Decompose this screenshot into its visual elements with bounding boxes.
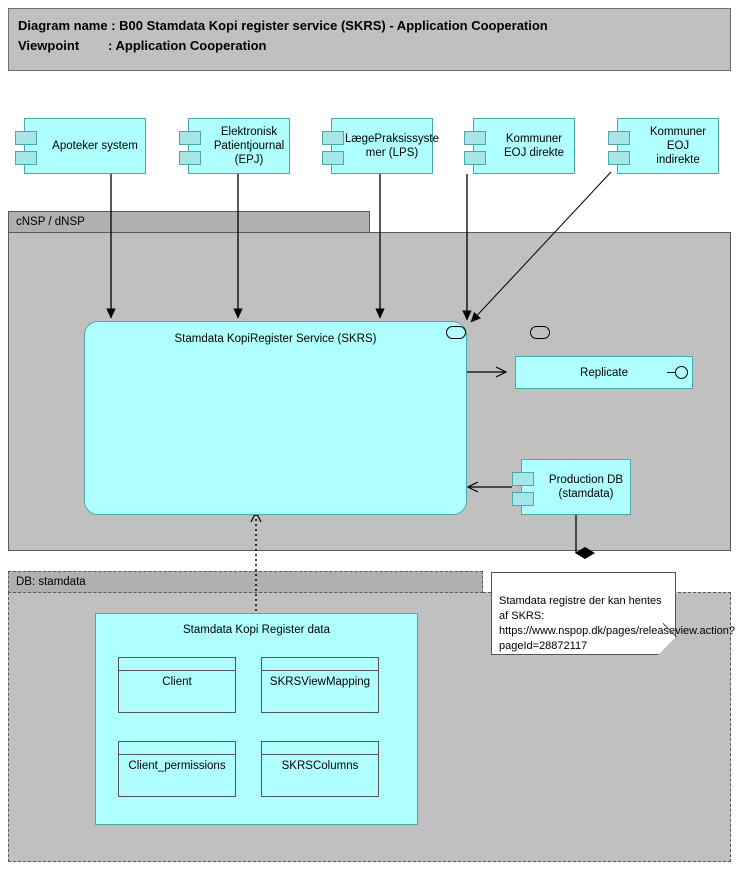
component-lug-top-icon — [179, 131, 201, 145]
provided-interface-pill-icon — [530, 326, 550, 339]
note-skrs-registers: Stamdata registre der kan hentes af SKRS… — [491, 572, 735, 655]
group-db-stamdata-tab: DB: stamdata — [8, 571, 483, 593]
package-title: Stamdata Kopi Register data — [182, 624, 331, 636]
service-stamdata-kopiregister[interactable]: Stamdata KopiRegister Service (SKRS) — [84, 321, 550, 515]
diagram-title-banner: Diagram name : B00 Stamdata Kopi registe… — [8, 8, 731, 71]
component-production-db[interactable]: Production DB (stamdata) — [512, 459, 631, 515]
component-lug-top-icon — [512, 472, 534, 486]
entity-skrsviewmapping[interactable]: SKRSViewMapping — [261, 657, 379, 713]
component-label: Production DB (stamdata) — [548, 474, 624, 500]
lollipop-interface-icon — [667, 366, 689, 379]
viewpoint-line: Viewpoint : Application Cooperation — [18, 38, 267, 53]
lollipop-ball-icon — [675, 366, 688, 379]
component-lug-bottom-icon — [15, 151, 37, 165]
component-label: Kommuner EOJ direkte — [503, 133, 565, 159]
component-kommuner-eoj-indirekte[interactable]: Kommuner EOJ indirekte — [608, 118, 719, 174]
service-label: Stamdata KopiRegister Service (SKRS) — [174, 333, 377, 345]
entity-label: SKRSColumns — [281, 760, 359, 772]
entity-header-strip — [262, 658, 378, 671]
component-label: Kommuner EOJ indirekte — [649, 126, 707, 166]
provided-interface-pill-icon-overlay — [446, 326, 466, 339]
component-lug-bottom-icon — [512, 492, 534, 506]
component-lug-bottom-icon — [179, 151, 201, 165]
lollipop-stem-icon — [667, 372, 676, 374]
component-elektronisk-patientjournal[interactable]: Elektronisk Patientjournal (EPJ) — [179, 118, 290, 174]
group-cnsp-dnsp-label: cNSP / dNSP — [16, 216, 85, 228]
entity-skrscolumns[interactable]: SKRSColumns — [261, 741, 379, 797]
component-lug-top-icon — [15, 131, 37, 145]
component-lug-bottom-icon — [608, 151, 630, 165]
entity-client[interactable]: Client — [118, 657, 236, 713]
entity-header-strip — [119, 658, 235, 671]
note-fold-corner-icon — [658, 637, 676, 655]
entity-header-strip — [262, 742, 378, 755]
entity-label: SKRSViewMapping — [269, 676, 371, 688]
entity-label: Client_permissions — [128, 760, 226, 772]
group-db-stamdata-label: DB: stamdata — [16, 576, 86, 588]
component-lug-top-icon — [322, 131, 344, 145]
entity-client-permissions[interactable]: Client_permissions — [118, 741, 236, 797]
component-lug-top-icon — [608, 131, 630, 145]
component-label: Elektronisk Patientjournal (EPJ) — [213, 126, 285, 166]
entity-header-strip — [119, 742, 235, 755]
replicate-label: Replicate — [580, 366, 628, 379]
group-cnsp-dnsp-tab: cNSP / dNSP — [8, 211, 370, 233]
diagram-name-line: Diagram name : B00 Stamdata Kopi registe… — [18, 18, 548, 33]
component-laegepraksissystemer[interactable]: LægePraksissyste mer (LPS) — [322, 118, 439, 174]
component-lug-bottom-icon — [464, 151, 486, 165]
note-text: Stamdata registre der kan hentes af SKRS… — [499, 595, 736, 652]
entity-label: Client — [162, 676, 192, 688]
component-lug-bottom-icon — [322, 151, 344, 165]
component-label: Apoteker system — [52, 140, 138, 152]
component-kommuner-eoj-direkte[interactable]: Kommuner EOJ direkte — [464, 118, 575, 174]
component-lug-top-icon — [464, 131, 486, 145]
service-replicate[interactable]: Replicate — [515, 356, 693, 389]
component-apoteker-system[interactable]: Apoteker system — [15, 118, 146, 174]
component-label: LægePraksissyste mer (LPS) — [345, 133, 439, 159]
